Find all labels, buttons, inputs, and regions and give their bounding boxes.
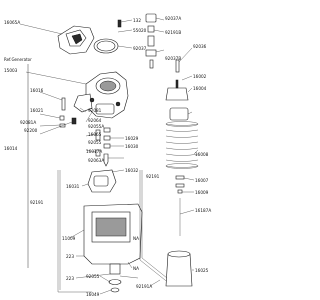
part-label-92191: 92191 [146, 174, 160, 179]
part-label-16007: 16007 [195, 178, 209, 183]
part-label-92081a: 92081A [20, 120, 36, 125]
part-label-16049: 16049 [86, 292, 100, 297]
part-label-92064: 92064 [88, 118, 102, 123]
part-label-92055: 92055 [88, 140, 102, 145]
needle-jet-stack [95, 127, 111, 167]
part-label-92055-b: 92055 [86, 274, 100, 279]
drain-plug [108, 279, 122, 293]
part-label-92191a: 92191A [136, 284, 152, 289]
jet-needle-clip [175, 175, 185, 194]
part-label-92037: 92037 [133, 46, 147, 51]
not-available-label-2: NA [133, 266, 139, 271]
throttle-valve-assembly [145, 13, 189, 121]
part-label-92191b: 92191B [165, 30, 181, 35]
part-label-16021: 16021 [30, 108, 44, 113]
part-label-16029: 16029 [125, 136, 139, 141]
part-label-16009: 16009 [195, 190, 209, 195]
intake-boot [57, 25, 95, 55]
part-label-16016: 16016 [30, 88, 44, 93]
part-label-16030: 16030 [125, 144, 139, 149]
part-label-16002: 16002 [193, 74, 207, 79]
throttle-spring [165, 121, 199, 169]
part-label-11009: 11009 [62, 236, 76, 241]
float-bowl [83, 203, 143, 275]
part-label-223-a: 223 [66, 254, 74, 259]
float [87, 169, 117, 193]
part-label-132: 132 [133, 18, 141, 23]
part-label-16032: 16032 [125, 168, 139, 173]
part-label-16004: 16004 [193, 86, 207, 91]
not-available-label-1: NA [133, 236, 139, 241]
part-label-16031: 16031 [66, 184, 80, 189]
clamp-screw-132 [117, 19, 122, 28]
part-label-92055a: 92055A [88, 124, 104, 129]
part-label-92037a: 92037A [165, 16, 181, 21]
part-label-16187a: 16187A [195, 208, 211, 213]
part-label-55020: 55020 [133, 28, 147, 33]
part-label-223-b: 223 [66, 276, 74, 281]
part-label-92037b: 92037B [165, 56, 181, 61]
hose-clamp-band [93, 38, 119, 54]
part-label-16065: 16065 [88, 132, 102, 137]
overflow-hoses [57, 170, 173, 293]
part-label-15003: 15003 [4, 68, 18, 73]
part-label-92081: 92081 [88, 108, 102, 113]
leader-lines [19, 17, 199, 295]
part-label-16065a: 16065A [4, 20, 20, 25]
part-label-16025: 16025 [195, 268, 209, 273]
throttle-valve [165, 250, 193, 287]
carburetor-exploded-diagram: 16065A 132 92037A 55020 92191B 92037 920… [4, 13, 211, 297]
part-label-92036: 92036 [193, 44, 207, 49]
part-label-92063a: 92063A [88, 158, 104, 163]
part-label-92191-left: 92191 [30, 200, 44, 205]
part-label-92200: 92200 [24, 128, 38, 133]
carburetor-body [73, 71, 129, 119]
ref-generator-label: Ref.Generator [4, 57, 32, 62]
part-label-16008: 16008 [195, 152, 209, 157]
jets-and-screws [59, 97, 77, 128]
part-label-16014: 16014 [4, 146, 18, 151]
part-label-16017a: 16017A [86, 149, 102, 154]
